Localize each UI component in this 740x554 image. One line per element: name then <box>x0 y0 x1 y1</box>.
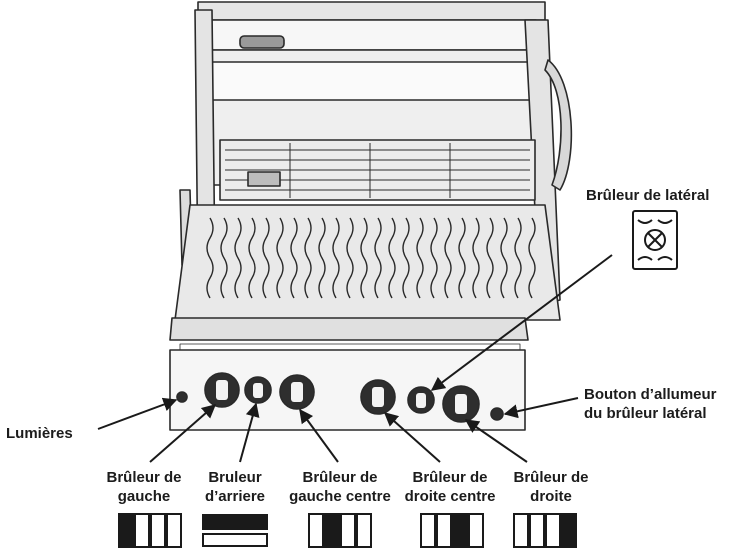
burner-icon-column <box>529 513 545 548</box>
burner-icon-column <box>561 513 577 548</box>
control-knobs <box>176 372 504 423</box>
arrow-left-center <box>299 408 339 463</box>
label-left-center-line1: Brûleur de <box>302 469 378 486</box>
firebox <box>174 204 561 321</box>
arrow-side-igniter <box>503 397 579 419</box>
arrow-right-center <box>383 412 441 463</box>
label-right-center-line1: Brûleur de <box>412 469 488 486</box>
warming-rack <box>219 139 536 201</box>
label-rear-burner-line2: d’arriere <box>204 488 266 505</box>
side-igniter-button <box>490 407 504 421</box>
cooking-grates <box>206 217 536 299</box>
lid-handle <box>197 1 546 21</box>
arrow-side-burner <box>430 254 613 391</box>
lid-logo-plate <box>239 35 285 49</box>
burner-icon-left <box>118 513 182 548</box>
label-left-burner-line2: gauche <box>117 488 171 505</box>
burner-icon-column <box>118 513 134 548</box>
side-burner-icon <box>632 210 678 270</box>
arrow-left-burner <box>149 404 217 463</box>
grill-illustration <box>169 1 573 431</box>
burner-icon-right-center <box>420 513 484 548</box>
label-side-igniter-line1: Bouton d’allumeur <box>584 386 717 403</box>
burner-icon-column <box>150 513 166 548</box>
label-right-burner-line2: droite <box>530 488 572 505</box>
lights-button <box>176 391 188 403</box>
callout-arrows <box>97 254 613 463</box>
label-right-center-line2: droite centre <box>404 488 496 505</box>
burner-icon-column <box>452 513 468 548</box>
label-left-burner-line1: Brûleur de <box>106 469 182 486</box>
burner-icon-column <box>324 513 340 548</box>
label-rear-burner-line1: Bruleur <box>208 469 262 486</box>
label-side-burner: Brûleur de latéral <box>586 187 710 204</box>
burner-icon-left-center <box>308 513 372 548</box>
burner-icon-column <box>436 513 452 548</box>
burner-icon-column <box>468 513 484 548</box>
burner-icon-column <box>134 513 150 548</box>
burner-icon-column <box>513 513 529 548</box>
burner-icon-rear <box>202 514 268 547</box>
burner-icon-column <box>308 513 324 548</box>
arrow-rear-burner <box>239 402 260 463</box>
label-right-burner-line1: Brûleur de <box>513 469 589 486</box>
burner-icon-column <box>545 513 561 548</box>
label-side-igniter-line2: du brûleur latéral <box>584 405 707 422</box>
label-left-center-line2: gauche centre <box>289 488 391 505</box>
vent-slots <box>179 343 521 351</box>
label-lights: Lumières <box>6 425 73 442</box>
burner-icon-column <box>166 513 182 548</box>
burner-icon-column <box>420 513 436 548</box>
burner-icon-right <box>513 513 577 548</box>
arrow-lights <box>97 397 178 430</box>
burner-icon-column <box>356 513 372 548</box>
burner-icon-column <box>340 513 356 548</box>
arrow-right-burner <box>464 419 528 463</box>
